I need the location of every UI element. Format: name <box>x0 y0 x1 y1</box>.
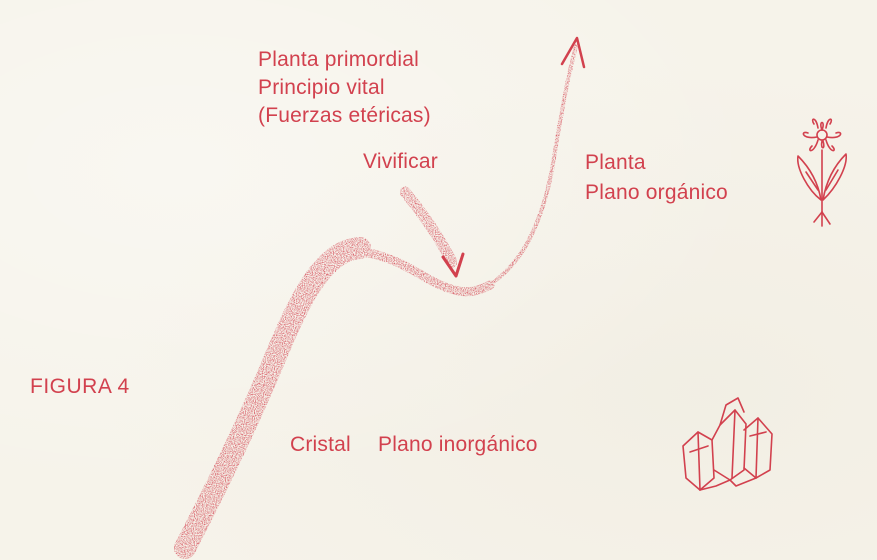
label-cristal: Cristal <box>290 432 351 458</box>
figure-label: FIGURA 4 <box>30 374 130 400</box>
crystal-cluster-icon <box>683 398 772 490</box>
label-principio-vital: Principio vital <box>258 75 385 101</box>
vivificar-arrow <box>405 192 463 276</box>
label-plano-inorganico: Plano inorgánico <box>378 432 538 458</box>
curve-tail <box>185 248 360 548</box>
label-plano-organico: Plano orgánico <box>585 180 728 206</box>
flower-icon <box>798 119 846 226</box>
curve-rise <box>488 46 576 286</box>
label-vivificar: Vivificar <box>363 149 438 175</box>
vivificar-arrow-shaft <box>405 192 452 262</box>
label-fuerzas-etericas: (Fuerzas etéricas) <box>258 103 431 129</box>
label-planta: Planta <box>585 150 646 176</box>
label-planta-primordial: Planta primordial <box>258 47 419 73</box>
